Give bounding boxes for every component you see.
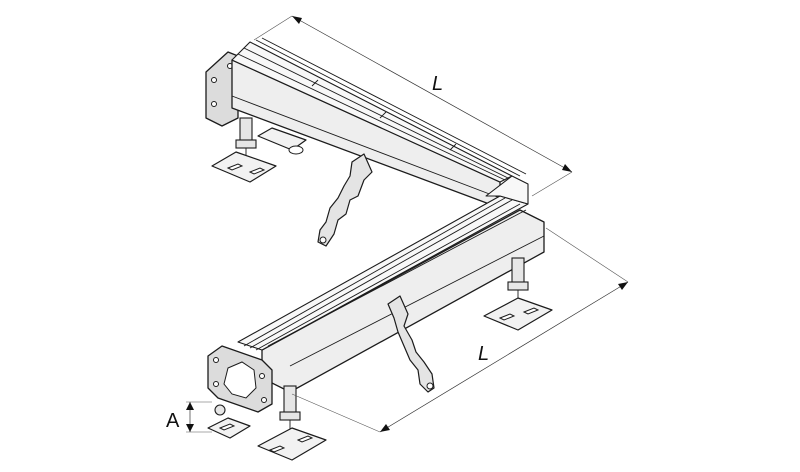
length-label-top: L	[432, 73, 443, 95]
end-plate	[207, 345, 273, 416]
foot-back-mid	[257, 127, 307, 155]
front-arm	[237, 175, 545, 393]
height-label: A	[166, 410, 180, 432]
length-label-bottom: L	[478, 343, 489, 365]
hanging-clip-back	[317, 153, 373, 247]
dimension-height	[186, 401, 212, 433]
hanging-clip-front	[387, 295, 435, 393]
foot-front	[257, 385, 327, 461]
dimension-top	[253, 15, 573, 197]
dimension-bottom	[291, 227, 629, 433]
foot-front-left	[207, 417, 251, 439]
foot-right	[483, 257, 553, 331]
back-arm	[205, 37, 527, 209]
foot-back-left	[211, 117, 277, 183]
